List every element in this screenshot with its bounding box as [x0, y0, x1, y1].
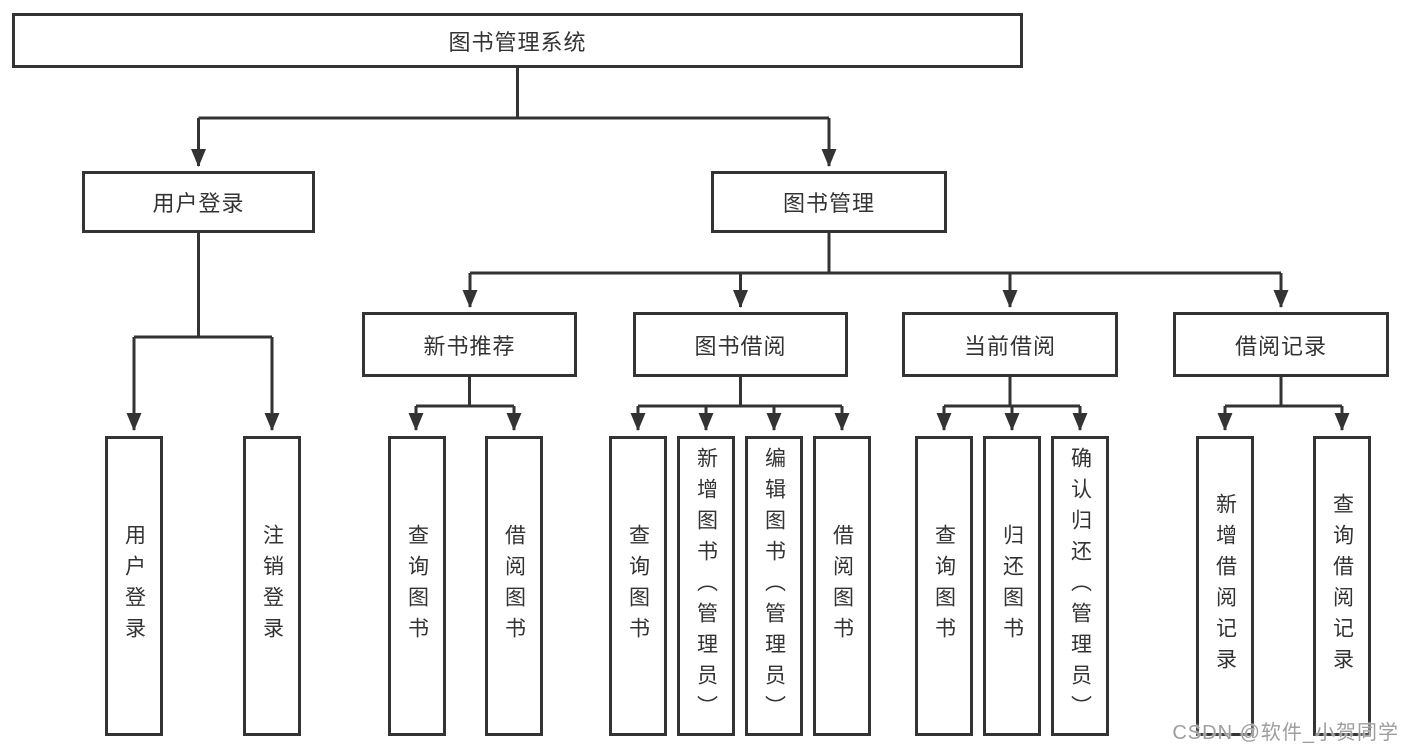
leaf-label: 借阅图书 — [830, 524, 854, 648]
leaf-query-books-current: 查询图书 — [915, 436, 973, 736]
leaf-borrow-books-recommend: 借阅图书 — [485, 436, 543, 736]
leaf-label: 新增借阅记录 — [1213, 493, 1237, 679]
leaf-borrow-books: 借阅图书 — [813, 436, 871, 736]
leaf-label: 查询图书 — [626, 524, 650, 648]
leaf-query-books-recommend: 查询图书 — [388, 436, 446, 736]
node-user-login: 用户登录 — [82, 171, 315, 233]
leaf-add-books-admin: 新增图书（管理员） — [677, 436, 735, 736]
leaf-label: 新增图书（管理员） — [694, 446, 718, 726]
leaf-return-books: 归还图书 — [983, 436, 1041, 736]
leaf-label: 查询借阅记录 — [1330, 493, 1354, 679]
node-library-management-system: 图书管理系统 — [12, 13, 1023, 68]
leaf-label: 查询图书 — [932, 524, 956, 648]
node-current-borrow: 当前借阅 — [902, 312, 1118, 377]
leaf-query-books-borrow: 查询图书 — [609, 436, 667, 736]
leaf-add-borrow-record: 新增借阅记录 — [1196, 436, 1254, 736]
leaf-label: 借阅图书 — [502, 524, 526, 648]
leaf-label: 查询图书 — [405, 524, 429, 648]
node-borrow-records: 借阅记录 — [1173, 312, 1389, 377]
node-new-book-recommend: 新书推荐 — [362, 312, 577, 377]
csdn-watermark: CSDN @软件_小贺同学 — [1172, 722, 1399, 744]
leaf-logout: 注销登录 — [243, 436, 301, 736]
leaf-edit-books-admin: 编辑图书（管理员） — [745, 436, 803, 736]
leaf-label: 归还图书 — [1000, 524, 1024, 648]
leaf-label: 注销登录 — [260, 524, 284, 648]
leaf-user-login: 用户登录 — [105, 436, 163, 736]
node-book-management: 图书管理 — [711, 171, 947, 233]
leaf-label: 编辑图书（管理员） — [762, 446, 786, 726]
leaf-label: 用户登录 — [122, 524, 146, 648]
leaf-label: 确认归还（管理员） — [1068, 446, 1092, 726]
leaf-query-borrow-record: 查询借阅记录 — [1313, 436, 1371, 736]
leaf-confirm-return-admin: 确认归还（管理员） — [1051, 436, 1109, 736]
node-book-borrow: 图书借阅 — [633, 312, 848, 377]
